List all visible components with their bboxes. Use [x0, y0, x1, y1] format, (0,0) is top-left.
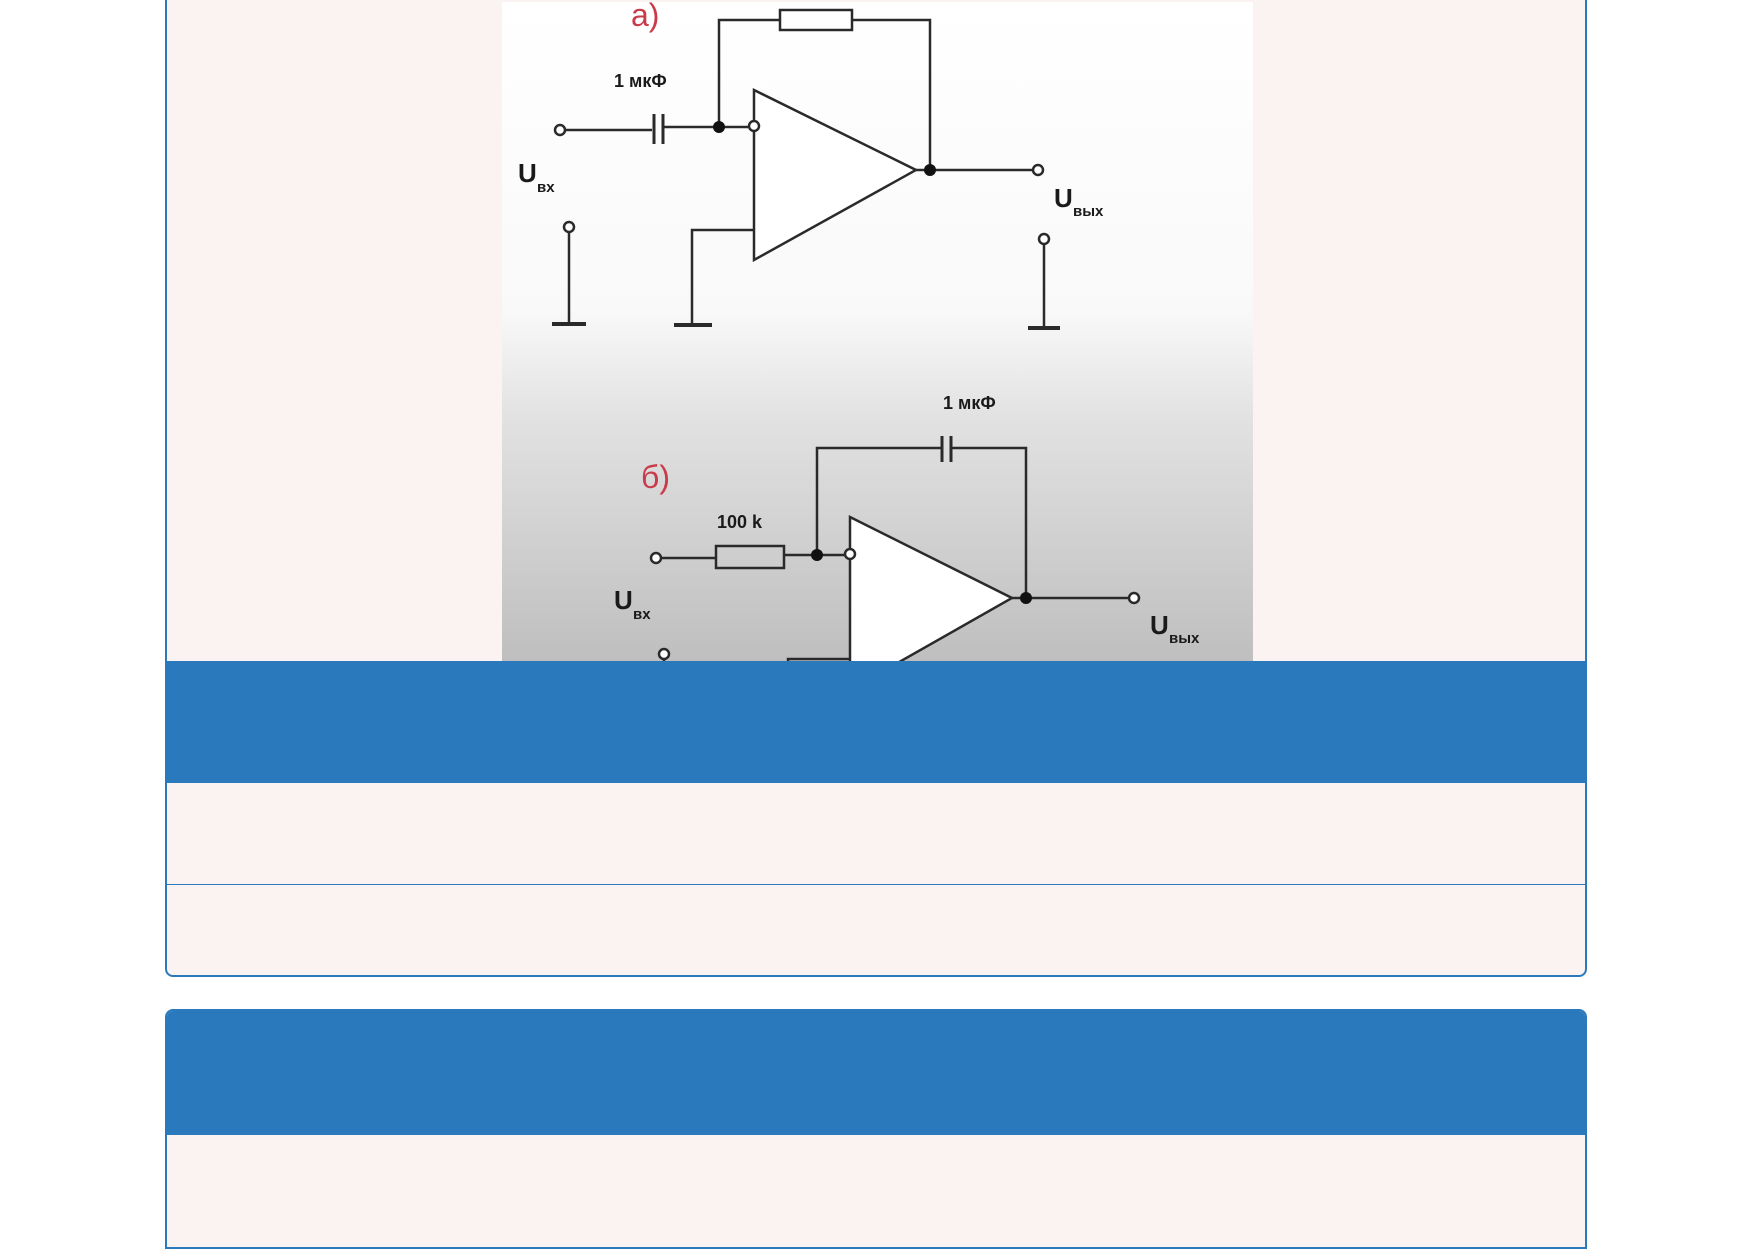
- content-card: [165, 1009, 1587, 1249]
- card-body: [167, 1135, 1585, 1247]
- circuit-diagram: а) 1 мкФ U вх U вых: [502, 2, 1253, 671]
- card-header: [167, 661, 1585, 783]
- circuit-a-input-sub: вх: [537, 179, 555, 196]
- circuit-b-input-sub: вх: [633, 606, 651, 623]
- card-row: [167, 885, 1585, 975]
- circuit-b-capacitor-label: 1 мкФ: [943, 393, 996, 413]
- content-card: а) 1 мкФ U вх U вых: [165, 0, 1587, 977]
- circuit-b-output-sub: вых: [1169, 630, 1200, 647]
- circuit-figure: а) 1 мкФ U вх U вых: [502, 2, 1253, 671]
- opamp-b: [848, 514, 1015, 671]
- circuit-b-output-label: U: [1150, 610, 1169, 640]
- circuit-a: [552, 8, 1060, 330]
- resistor-b: [714, 544, 786, 570]
- circuit-b-label: б): [641, 459, 670, 495]
- circuit-a-capacitor-label: 1 мкФ: [614, 71, 667, 91]
- card-header: [167, 1011, 1585, 1135]
- opamp-a: [752, 87, 919, 263]
- circuit-a-output-label: U: [1054, 183, 1073, 213]
- circuit-a-input-label: U: [518, 158, 537, 188]
- circuit-b-resistor-label: 100 k: [717, 512, 763, 532]
- circuit-a-label: а): [631, 2, 659, 33]
- circuit-b-input-label: U: [614, 585, 633, 615]
- circuit-a-output-sub: вых: [1073, 203, 1104, 220]
- card-row: [167, 783, 1585, 885]
